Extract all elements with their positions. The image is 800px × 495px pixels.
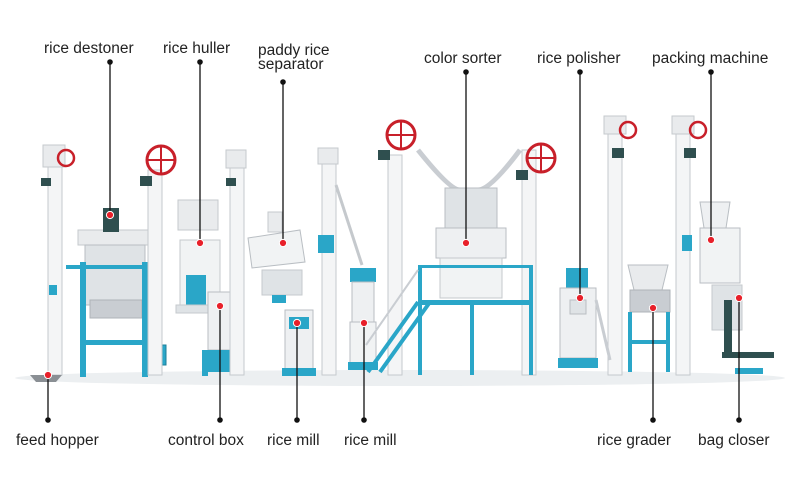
label-color-sorter: color sorter bbox=[424, 50, 502, 67]
label-rice-grader: rice grader bbox=[597, 432, 672, 449]
pointer-end-dot-paddy-separator bbox=[280, 79, 286, 85]
callout-dot-rice-destoner bbox=[105, 210, 115, 220]
pointer-end-dot-rice-mill-2 bbox=[361, 417, 367, 423]
bucket-elevator-4 bbox=[317, 147, 364, 376]
label-feed-hopper: feed hopper bbox=[16, 432, 99, 449]
color-sorter-platform bbox=[365, 265, 533, 375]
label-bag-closer: bag closer bbox=[698, 432, 770, 449]
rice-destoner-machine bbox=[66, 208, 167, 377]
pointer-end-dot-color-sorter bbox=[463, 69, 469, 75]
callout-dot-feed-hopper bbox=[43, 370, 53, 380]
callout-dot-control-box bbox=[215, 301, 225, 311]
pointer-end-dot-rice-grader bbox=[650, 417, 656, 423]
label-rice-destoner: rice destoner bbox=[44, 40, 134, 57]
bucket-elevator-6 bbox=[671, 115, 708, 376]
pointer-end-dot-packing-machine bbox=[708, 69, 714, 75]
bucket-elevator-2 bbox=[140, 144, 177, 376]
color-sorter-machine bbox=[416, 148, 522, 299]
pointer-end-dot-bag-closer bbox=[736, 417, 742, 423]
callout-dot-color-sorter bbox=[461, 238, 471, 248]
bucket-elevator-5 bbox=[603, 115, 638, 376]
callout-dot-rice-mill-2 bbox=[359, 318, 369, 328]
label-rice-polisher: rice polisher bbox=[537, 50, 621, 67]
pointer-end-dot-rice-destoner bbox=[107, 59, 113, 65]
callout-dot-paddy-separator bbox=[278, 238, 288, 248]
label-rice-huller: rice huller bbox=[163, 40, 231, 57]
bag-closer-unit bbox=[722, 300, 774, 374]
label-paddy-rice-separator: paddy rice separator bbox=[258, 42, 330, 73]
callout-dot-bag-closer bbox=[734, 293, 744, 303]
paddy-separator-machine bbox=[247, 211, 306, 303]
callout-dot-rice-grader bbox=[648, 303, 658, 313]
callout-dot-rice-polisher bbox=[575, 293, 585, 303]
bucket-elevator-3 bbox=[225, 149, 247, 376]
callout-dot-rice-mill-1 bbox=[292, 318, 302, 328]
label-rice-mill-1: rice mill bbox=[267, 432, 320, 449]
pointer-end-dot-rice-polisher bbox=[577, 69, 583, 75]
rice-mill-1-machine bbox=[282, 309, 316, 376]
pointer-end-dot-control-box bbox=[217, 417, 223, 423]
rice-grader-machine bbox=[627, 264, 671, 372]
callout-dot-rice-huller bbox=[195, 238, 205, 248]
pointer-end-dot-feed-hopper bbox=[45, 417, 51, 423]
label-control-box: control box bbox=[168, 432, 244, 449]
label-packing-machine: packing machine bbox=[652, 50, 769, 67]
pointer-end-dot-rice-mill-1 bbox=[294, 417, 300, 423]
pointer-end-dot-rice-huller bbox=[197, 59, 203, 65]
callout-dot-packing-machine bbox=[706, 235, 716, 245]
label-rice-mill-2: rice mill bbox=[344, 432, 397, 449]
rice-mill-2-machine bbox=[348, 268, 378, 370]
rice-huller-machine bbox=[175, 199, 227, 314]
